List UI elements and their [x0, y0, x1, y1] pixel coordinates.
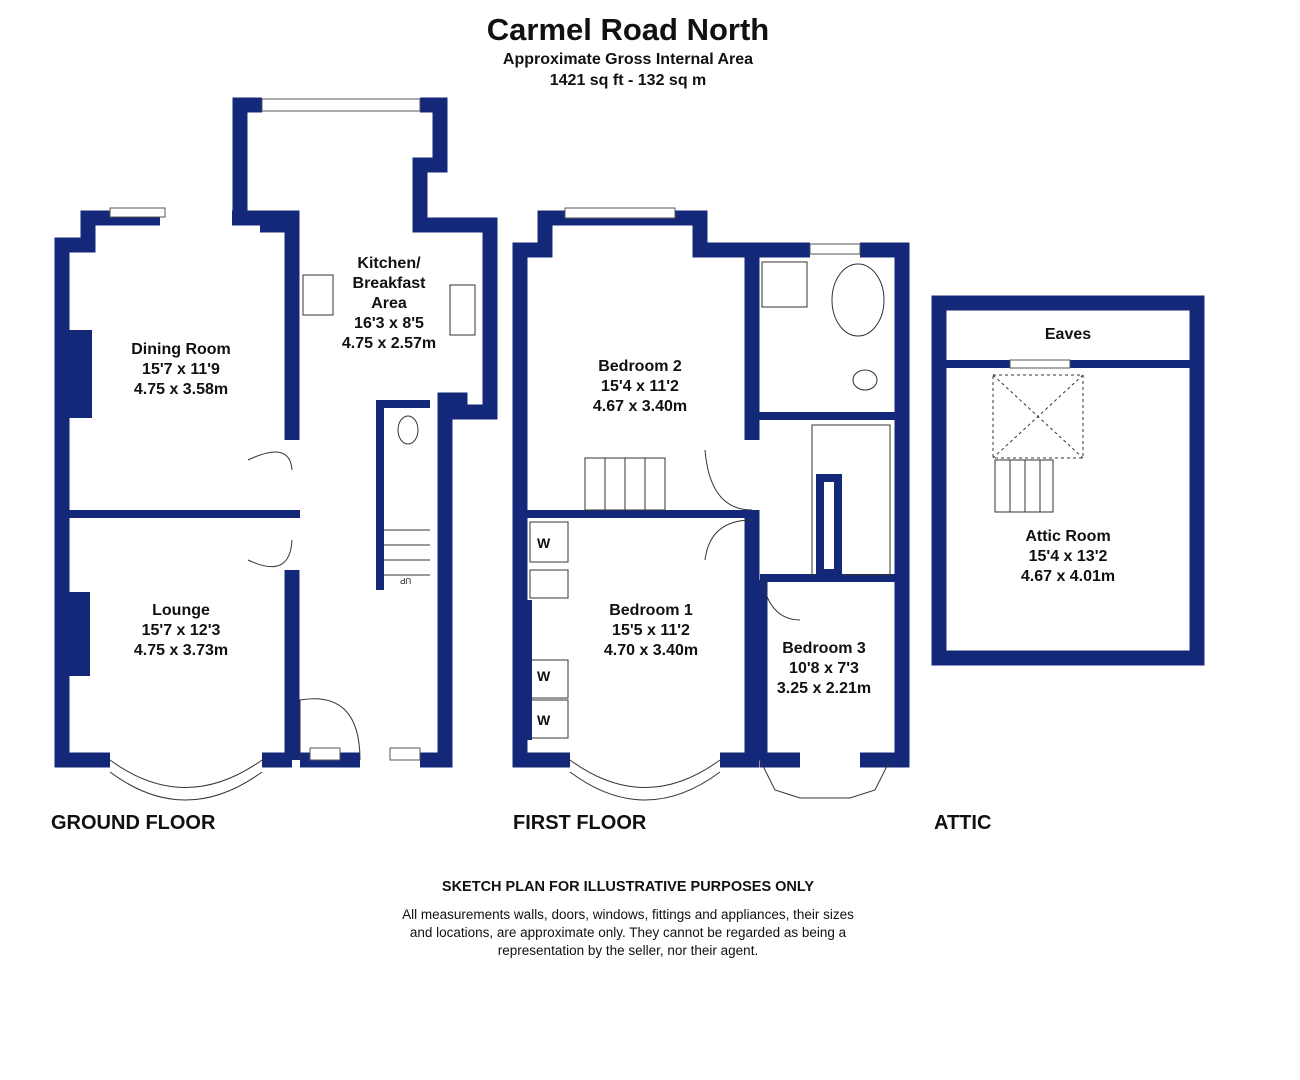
room-metric: 4.67 x 3.40m	[592, 398, 688, 415]
page-title: Carmel Road North	[486, 12, 770, 47]
room-kitchen: Kitchen/ Breakfast Area 16'3 x 8'5 4.75 …	[342, 254, 436, 354]
room-name: Lounge	[152, 602, 210, 619]
room-attic: Attic Room 15'4 x 13'2 4.67 x 4.01m	[1021, 527, 1115, 587]
room-metric: 3.25 x 2.21m	[776, 680, 872, 697]
room-metric: 4.75 x 3.73m	[133, 642, 229, 659]
room-dining: Dining Room 15'7 x 11'9 4.75 x 3.58m	[131, 340, 231, 400]
wardrobe-label: W	[537, 668, 551, 684]
room-imperial: 15'7 x 11'9	[142, 361, 220, 378]
room-imperial: 15'5 x 11'2	[612, 622, 690, 639]
room-metric: 4.67 x 4.01m	[1020, 568, 1116, 585]
room-name: Kitchen/	[357, 255, 421, 272]
attic-walls	[931, 295, 1205, 666]
disclaimer-title: SKETCH PLAN FOR ILLUSTRATIVE PURPOSES ON…	[441, 879, 815, 895]
room-bedroom-1: Bedroom 1 15'5 x 11'2 4.70 x 3.40m	[604, 601, 698, 661]
floor-label-first: FIRST FLOOR	[513, 812, 647, 834]
room-name-line3: Area	[371, 295, 407, 312]
room-name: Bedroom 2	[598, 358, 682, 375]
first-floor-walls	[512, 207, 910, 801]
room-imperial: 15'4 x 13'2	[1028, 548, 1108, 565]
room-metric: 4.75 x 3.58m	[133, 381, 229, 398]
ground-floor-walls	[54, 97, 498, 801]
room-bedroom-3: Bedroom 3 10'8 x 7'3 3.25 x 2.21m	[777, 639, 871, 699]
room-bedroom-2: Bedroom 2 15'4 x 11'2 4.67 x 3.40m	[593, 357, 687, 417]
room-name: Bedroom 3	[782, 640, 866, 657]
room-imperial: 15'7 x 12'3	[141, 622, 221, 639]
room-metric: 4.70 x 3.40m	[603, 642, 699, 659]
room-imperial: 16'3 x 8'5	[354, 315, 424, 332]
floor-label-attic: ATTIC	[934, 812, 992, 834]
eaves-label: Eaves	[1044, 326, 1092, 343]
room-name: Attic Room	[1025, 528, 1111, 545]
room-name: Dining Room	[131, 341, 231, 358]
floor-label-ground: GROUND FLOOR	[51, 812, 216, 834]
room-lounge: Lounge 15'7 x 12'3 4.75 x 3.73m	[134, 601, 228, 661]
wardrobe-label: W	[537, 535, 551, 551]
disclaimer-text: All measurements walls, doors, windows, …	[402, 907, 854, 958]
gross-area: 1421 sq ft - 132 sq m	[549, 72, 707, 89]
room-imperial: 10'8 x 7'3	[789, 660, 859, 677]
subtitle: Approximate Gross Internal Area	[502, 51, 754, 68]
room-imperial: 15'4 x 11'2	[601, 378, 679, 395]
room-metric: 4.75 x 2.57m	[341, 335, 437, 352]
room-name-line2: Breakfast	[352, 275, 426, 292]
stair-up-mark: UP	[400, 576, 412, 585]
room-name: Bedroom 1	[609, 602, 693, 619]
wardrobe-label: W	[537, 712, 551, 728]
